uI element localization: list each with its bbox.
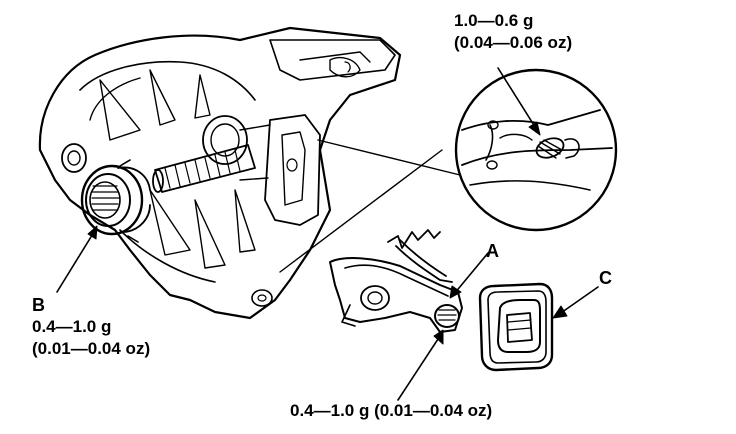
callout-arrows [56, 225, 599, 401]
detail-magnifier [279, 67, 618, 273]
top-spec-line2: (0.04—0.06 oz) [454, 33, 573, 52]
label-b: B [32, 295, 45, 315]
bottom-spec: 0.4—1.0 g (0.01—0.04 oz) [290, 401, 493, 420]
b-spec-line1: 0.4—1.0 g [32, 317, 112, 336]
top-spec-line1: 1.0—0.6 g [454, 11, 534, 30]
fork-boot [478, 282, 554, 372]
release-fork [329, 257, 463, 333]
label-c: C [599, 268, 612, 288]
input-shaft [152, 115, 256, 193]
b-spec-line2: (0.01—0.04 oz) [32, 339, 151, 358]
release-bearing [80, 159, 151, 243]
fork-spring [387, 229, 453, 283]
label-a: A [486, 241, 499, 261]
